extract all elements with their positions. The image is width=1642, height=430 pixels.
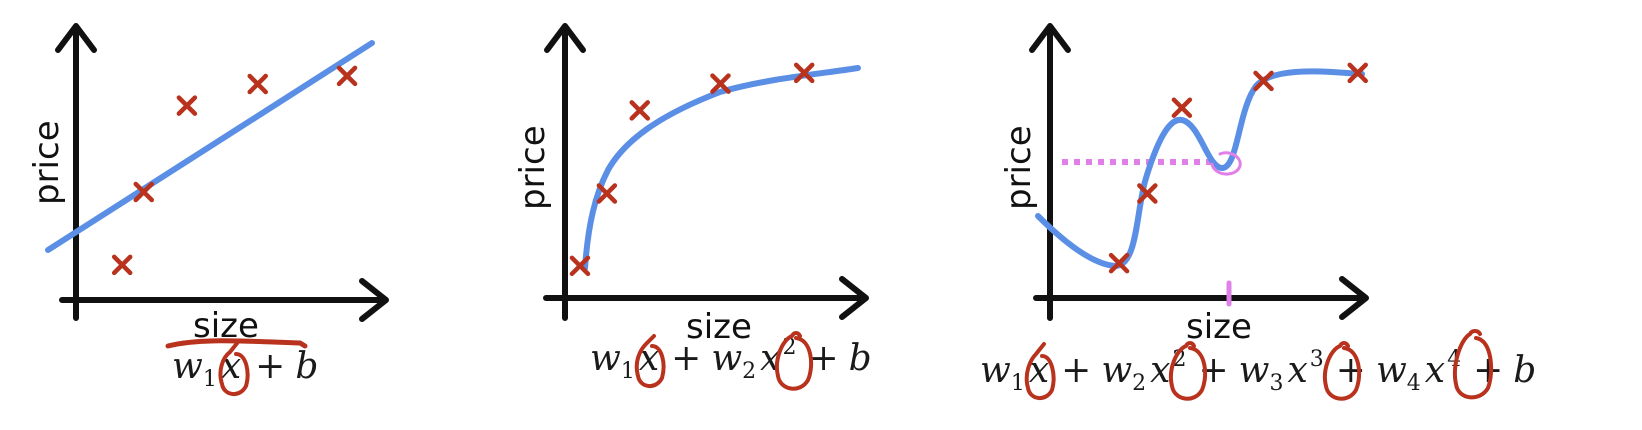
data-point-marker: [710, 73, 731, 94]
circle-annotation-x3-4: [1323, 341, 1362, 401]
x-axis-label-2: size: [686, 307, 752, 347]
data-point-marker: [793, 62, 815, 84]
data-point-marker: [176, 95, 198, 116]
data-points-3: [1108, 62, 1368, 274]
fit-line-1: [45, 40, 375, 253]
underline-annotation: [165, 338, 308, 349]
data-point-marker: [569, 255, 591, 277]
y-axis-label-1: price: [27, 120, 67, 205]
circle-annotation-dip: [1210, 151, 1242, 176]
data-points-2: [569, 62, 815, 277]
y-axis-arrow-2: [544, 23, 586, 321]
circle-annotation-x2-q: [775, 331, 814, 391]
data-point-marker: [1137, 183, 1158, 204]
data-point-marker: [1171, 97, 1193, 118]
x-axis-label-3: size: [1186, 307, 1252, 347]
data-point-marker: [1347, 62, 1368, 84]
data-point-marker: [247, 73, 268, 95]
fit-curve-3: [1035, 68, 1365, 270]
x-axis-arrow-3: [1033, 276, 1369, 320]
circle-annotation-x1-4: [1024, 342, 1056, 400]
data-point-marker: [596, 183, 618, 204]
y-axis-label-3: price: [999, 125, 1039, 210]
fit-curve-2: [582, 65, 861, 271]
circle-annotation-x4-4: [1453, 329, 1494, 400]
data-points-1: [111, 65, 358, 276]
data-point-marker: [336, 65, 358, 87]
data-point-marker: [1108, 252, 1130, 274]
circle-annotation-x1-q: [634, 334, 666, 388]
data-point-marker: [1253, 70, 1274, 92]
y-axis-label-2: price: [513, 125, 553, 210]
x-axis-arrow-2: [543, 276, 869, 320]
data-point-marker: [629, 100, 650, 121]
circle-annotation-x2-4: [1169, 341, 1208, 401]
circle-annotation-x1: [218, 340, 250, 396]
data-point-marker: [133, 181, 155, 203]
y-axis-arrow-1: [55, 23, 97, 321]
y-axis-arrow-3: [1029, 23, 1071, 321]
data-point-marker: [111, 254, 133, 276]
x-axis-arrow-1: [59, 278, 389, 322]
